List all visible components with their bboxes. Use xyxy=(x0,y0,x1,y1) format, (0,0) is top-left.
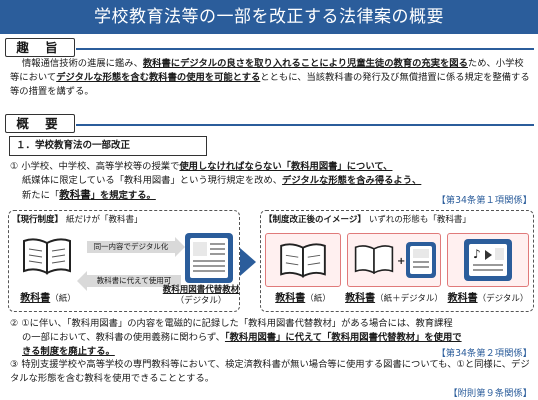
substitute-arrow: 教科書に代えて使用可 xyxy=(87,275,181,287)
item3-text: ③ 特別支援学校や高等学校の専門教科等において、検定済教科書が無い場合等に使用す… xyxy=(10,359,530,384)
transition-arrow-icon xyxy=(240,248,256,276)
digital-material-icon xyxy=(185,233,233,283)
digital-material-caption: 教科用図書代替教材（デジタル） xyxy=(162,285,240,306)
current-book-caption: 教科書（紙） xyxy=(20,293,76,304)
item2-ref: 【第34条第２項関係】 xyxy=(436,348,532,359)
after-tag: 【制度改正後のイメージ】いずれの形態も「教科書」 xyxy=(264,215,471,225)
after-reform-panel: 【制度改正後のイメージ】いずれの形態も「教科書」 教科書（紙） + 教科書（紙＋… xyxy=(260,210,534,312)
after-caption-hybrid: 教科書（紙＋デジタル） xyxy=(345,293,443,304)
digitize-arrow: 同一内容でデジタル化 xyxy=(87,241,175,253)
digitize-arrowhead xyxy=(175,237,185,257)
paper-book-icon xyxy=(280,243,326,278)
overview-heading: 概 要 xyxy=(5,114,75,133)
music-note-icon: ♪ xyxy=(473,247,481,261)
purpose-text: 情報通信技術の進展に鑑み、教科書にデジタルの良さを取り入れることにより児童生徒の… xyxy=(10,58,530,97)
item1-ref: 【第34条第１項関係】 xyxy=(436,195,532,206)
item1-text: ① 小学校、中学校、高等学校等の授業で使用しなければならない「教科用図書」につい… xyxy=(10,161,422,201)
tablet-icon: ♪ xyxy=(464,239,512,281)
item3-ref: 【附則第９条関係】 xyxy=(448,388,532,399)
after-caption-paper: 教科書（紙） xyxy=(275,293,331,304)
purpose-heading: 趣 旨 xyxy=(5,38,75,57)
purpose-rule xyxy=(76,48,534,50)
overview-rule xyxy=(76,124,534,126)
after-caption-digital: 教科書（デジタル） xyxy=(447,293,529,304)
plus-icon: + xyxy=(397,256,406,267)
paper-book-icon xyxy=(23,238,71,275)
substitute-arrowhead xyxy=(77,271,87,291)
tablet-icon xyxy=(406,242,436,278)
after-hybrid-box: + xyxy=(347,233,441,287)
after-digital-box: ♪ xyxy=(447,233,529,287)
current-system-panel: 【現行制度】紙だけが「教科書」 教科書（紙） 同一内容でデジタル化 教科書に代え… xyxy=(8,210,240,312)
play-icon xyxy=(485,250,492,260)
item2-text: ② ①に伴い、「教科用図書」の内容を電磁的に記録した「教科用図書代替教材」がある… xyxy=(10,318,462,357)
page-title: 学校教育法等の一部を改正する法律案の概要 xyxy=(0,0,538,34)
law-amendment-subheading: １．学校教育法の一部改正 xyxy=(9,136,207,156)
after-paper-box xyxy=(265,233,341,287)
current-tag: 【現行制度】紙だけが「教科書」 xyxy=(12,215,143,225)
paper-book-icon xyxy=(354,245,394,275)
